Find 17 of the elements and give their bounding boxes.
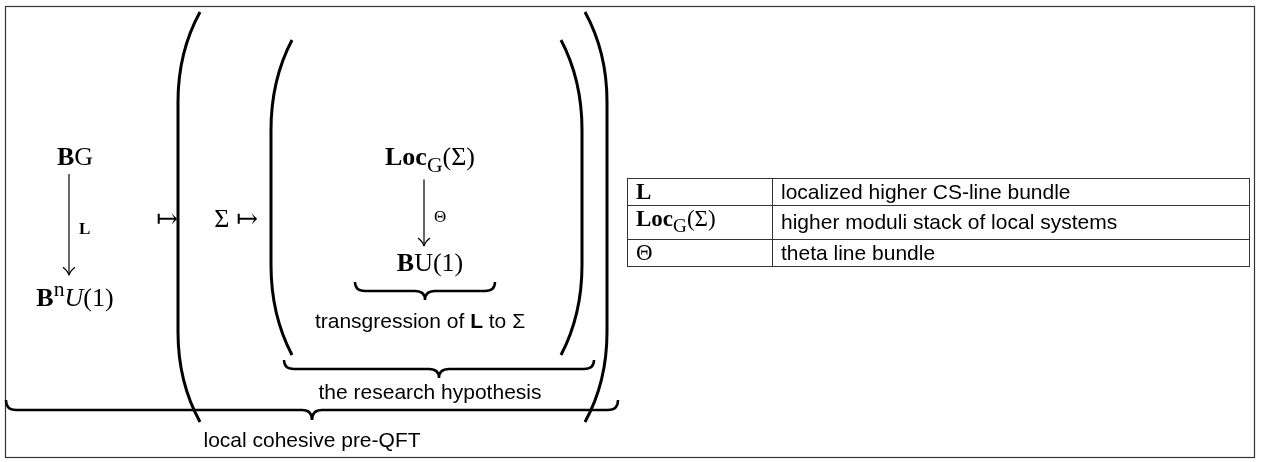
math-expression: B$^{n}$U(1) xyxy=(36,277,114,313)
description-cell: theta line bundle xyxy=(772,239,1250,267)
description-cell: higher moduli stack of local systems xyxy=(772,205,1250,240)
brace-label: the research hypothesis xyxy=(318,380,542,404)
edge-label: Θ xyxy=(434,206,447,227)
symbol-cell: Θ xyxy=(627,239,773,267)
description-cell: localized higher CS-line bundle xyxy=(772,178,1250,206)
maps-to-symbol: ↦ xyxy=(156,202,178,234)
math-expression: Loc$_{G}$(Σ) xyxy=(385,142,475,178)
brace-label: local cohesive pre-QFT xyxy=(203,428,421,452)
brace-label: transgression of L to Σ xyxy=(314,309,526,333)
math-expression: Σ ↦ xyxy=(214,202,258,234)
symbol-cell: L xyxy=(627,178,773,206)
math-expression: BG xyxy=(56,142,94,172)
math-expression: BU(1) xyxy=(396,248,464,278)
symbol-cell: Loc$_{G}$(Σ) xyxy=(627,205,773,240)
edge-label: L xyxy=(79,218,91,239)
